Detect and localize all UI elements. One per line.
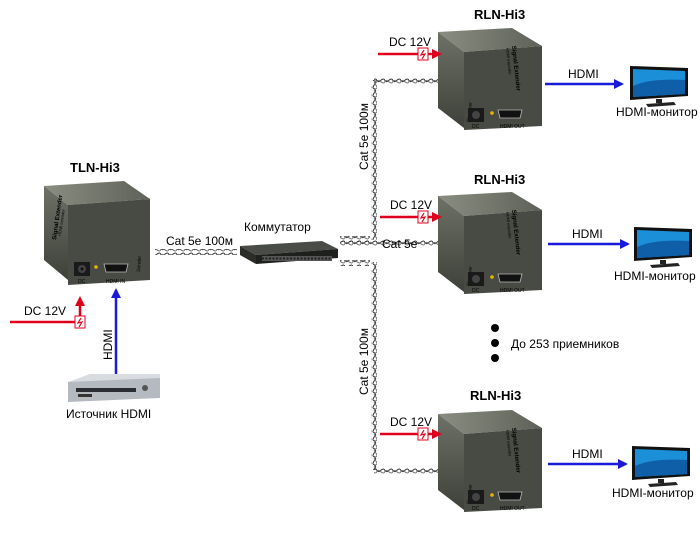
- cable-r2-label: Cat 5e: [382, 237, 418, 251]
- monitor-2-label: HDMI-монитор: [614, 269, 696, 283]
- receiver-2-device: Signal Extender HDMI extender Receiver D…: [438, 192, 542, 294]
- cable-tx-label: Cat 5e 100м: [166, 234, 233, 248]
- cable-r3-label: Cat 5e 100м: [357, 328, 371, 395]
- r3-dc-label: DC 12V: [390, 415, 432, 429]
- tx-dc-label: DC 12V: [24, 304, 66, 318]
- r3-port-hdmi: HDMI OUT: [500, 506, 525, 512]
- r1-port-hdmi: HDMI OUT: [500, 124, 525, 130]
- cable-switch-to-r2: [340, 240, 438, 246]
- r2-dc-label: DC 12V: [390, 198, 432, 212]
- cable-switch-to-r1: [340, 78, 438, 242]
- r1-port-dc: DC: [472, 124, 480, 130]
- r3-port-dc: DC: [472, 506, 480, 512]
- r3-power-arrow: [380, 427, 442, 441]
- r1-side-label: Signal Extender: [510, 46, 521, 92]
- r2-side-small: HDMI extender: [505, 212, 513, 240]
- tx-side-tag: Sender: [136, 255, 143, 272]
- hdmi-source-player: [68, 374, 160, 402]
- tx-hdmi-port: [103, 263, 129, 273]
- receiver-2-model: RLN-Hi3: [474, 172, 525, 187]
- receiver-3-model: RLN-Hi3: [470, 388, 521, 403]
- r2-port-dc: DC: [472, 288, 480, 294]
- r3-hdmi-port: [497, 491, 523, 501]
- switch-ports: [262, 256, 332, 261]
- r3-side-small: HDMI extender: [505, 430, 513, 458]
- cable-tx-to-switch: [155, 249, 237, 255]
- r3-hdmi-label: HDMI: [572, 447, 603, 461]
- monitor-1: [630, 66, 688, 107]
- r1-side-small: HDMI extender: [505, 48, 513, 76]
- switch-label: Коммутатор: [244, 220, 311, 234]
- monitor-3: [632, 446, 690, 487]
- r1-power-arrow: [378, 47, 442, 61]
- r2-side-label: Signal Extender: [510, 210, 521, 256]
- monitor-1-label: HDMI-монитор: [616, 105, 698, 119]
- receiver-3-device: Signal Extender HDMI extender Receiver D…: [438, 410, 542, 512]
- r1-dc-label: DC 12V: [389, 35, 431, 49]
- r2-power-arrow: [380, 210, 442, 224]
- monitor-3-label: HDMI-монитор: [612, 486, 694, 500]
- source-hdmi-label: HDMI: [101, 329, 115, 360]
- monitor-2: [634, 227, 692, 268]
- cable-r1-label: Cat 5e 100м: [357, 103, 371, 170]
- r3-side-label: Signal Extender: [510, 428, 521, 474]
- receiver-1-model: RLN-Hi3: [474, 7, 525, 22]
- transmitter-model: TLN-Hi3: [70, 160, 120, 175]
- receivers-limit-label: До 253 приемников: [511, 337, 619, 351]
- tx-power-arrow: [10, 296, 86, 329]
- r1-hdmi-port: [497, 109, 523, 119]
- tx-side-small: HDMI extender: [57, 208, 66, 236]
- network-switch: [240, 241, 338, 264]
- source-label: Источник HDMI: [66, 407, 151, 421]
- tx-port-hdmi: HDMI IN: [106, 279, 126, 285]
- receiver-1-device: Signal Extender HDMI extender Receiver D…: [438, 28, 542, 130]
- tx-port-dc: DC: [78, 279, 86, 285]
- transmitter-device: Signal Extender HDMI extender Sender DC …: [44, 181, 150, 285]
- r1-hdmi-label: HDMI: [568, 67, 599, 81]
- r2-hdmi-label: HDMI: [572, 227, 603, 241]
- r2-port-hdmi: HDMI OUT: [500, 288, 525, 294]
- more-receivers-dots: [491, 324, 499, 362]
- r2-hdmi-port: [497, 273, 523, 283]
- cable-switch-to-r3: [340, 260, 438, 474]
